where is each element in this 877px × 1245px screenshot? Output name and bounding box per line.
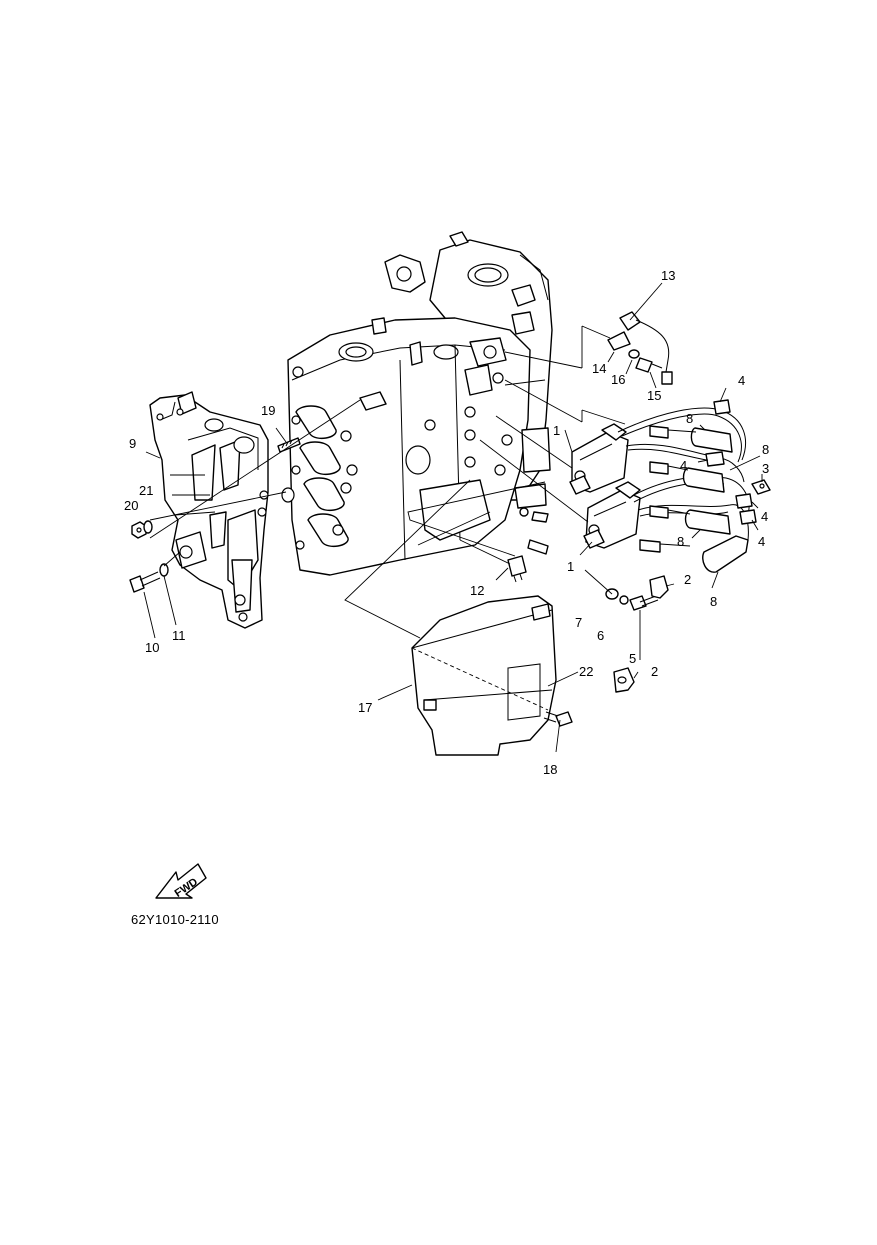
stud-bolt-19 [277, 437, 301, 453]
washer-16 [628, 349, 640, 359]
callout-4: 4 [758, 534, 765, 549]
callout-8: 8 [762, 442, 769, 457]
callout-6: 6 [597, 628, 604, 643]
callout-1: 1 [553, 423, 560, 438]
callout-8: 8 [677, 534, 684, 549]
spark-plug-cap-8-mid [649, 461, 725, 493]
callout-15: 15 [647, 388, 661, 403]
callout-8: 8 [710, 594, 717, 609]
fwd-direction-arrow: FWD [155, 863, 207, 900]
callout-21: 21 [139, 483, 153, 498]
switch-12 [507, 555, 527, 583]
callout-14: 14 [592, 361, 606, 376]
callout-4: 4 [761, 509, 768, 524]
ignition-coil-lower [583, 481, 641, 549]
callout-4: 4 [738, 373, 745, 388]
callout-7: 7 [575, 615, 582, 630]
ignition-coil-upper [569, 423, 629, 495]
callout-18: 18 [543, 762, 557, 777]
callout-9: 9 [129, 436, 136, 451]
cover-17 [411, 595, 557, 756]
clamp-2-upper [649, 575, 669, 599]
callout-16: 16 [611, 372, 625, 387]
spark-plug-cap-8-top [649, 425, 733, 453]
callout-10: 10 [145, 640, 159, 655]
washer-6 [619, 595, 629, 605]
callout-3: 3 [762, 461, 769, 476]
callout-5: 5 [629, 651, 636, 666]
callout-17: 17 [358, 700, 372, 715]
callout-20: 20 [124, 498, 138, 513]
bolt-5 [629, 595, 659, 611]
engine-block [281, 231, 553, 576]
callout-2: 2 [651, 664, 658, 679]
callout-8: 8 [686, 411, 693, 426]
assembly-lines [143, 282, 763, 753]
callout-4: 4 [680, 458, 687, 473]
bolt-10 [129, 571, 161, 593]
plate-14 [607, 331, 631, 351]
callout-19: 19 [261, 403, 275, 418]
callout-22: 22 [579, 664, 593, 679]
callout-labels: 13 14 16 15 4 8 1 8 4 3 4 4 8 1 8 2 7 6 … [124, 268, 769, 777]
coil-mount-bolts [519, 507, 549, 555]
catalog-code: 62Y1010-2110 [131, 912, 219, 927]
bracket-9 [149, 391, 269, 629]
spark-plug-cap-8-bottom [639, 535, 749, 573]
washer-21 [143, 520, 153, 534]
callout-1: 1 [567, 559, 574, 574]
thermo-sensor-13 [619, 311, 673, 385]
clamp-3 [751, 479, 771, 495]
cylinder-bosses [295, 405, 349, 548]
spark-plug-cap-8-low [649, 505, 731, 535]
nut-20 [131, 521, 147, 539]
callout-13: 13 [661, 268, 675, 283]
bolt-15 [635, 357, 663, 373]
callout-12: 12 [470, 583, 484, 598]
clamp-2-lower [613, 667, 635, 693]
callout-2: 2 [684, 572, 691, 587]
label-22 [507, 663, 541, 721]
callout-11: 11 [172, 628, 186, 643]
